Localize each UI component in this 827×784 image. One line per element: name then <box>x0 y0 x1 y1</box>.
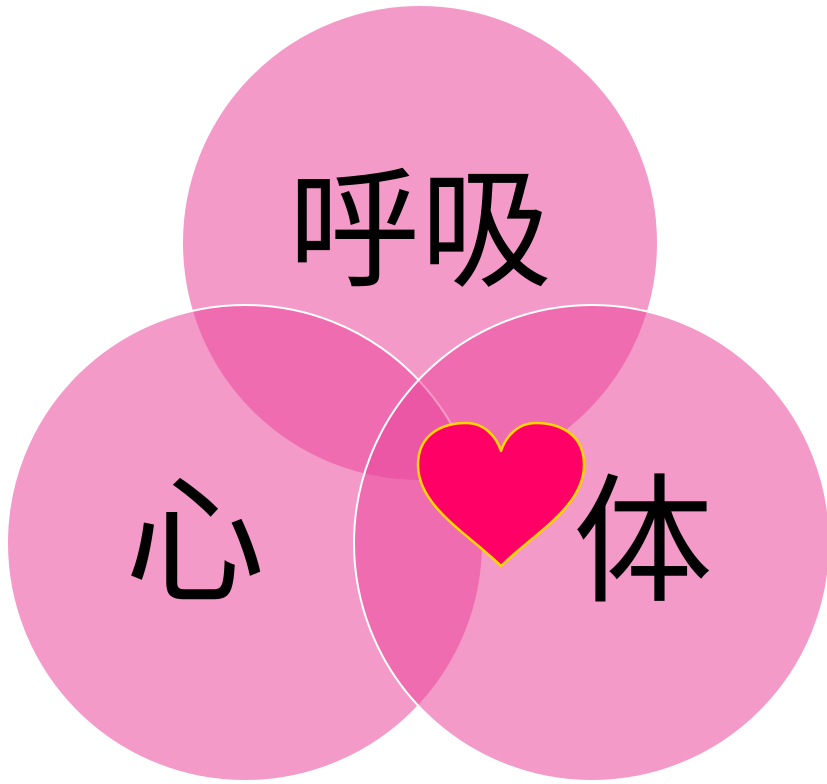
heart-icon <box>416 421 586 568</box>
label-mind: 心 <box>125 462 265 625</box>
label-breath: 呼吸 <box>288 154 552 308</box>
label-body: 体 <box>573 462 713 625</box>
